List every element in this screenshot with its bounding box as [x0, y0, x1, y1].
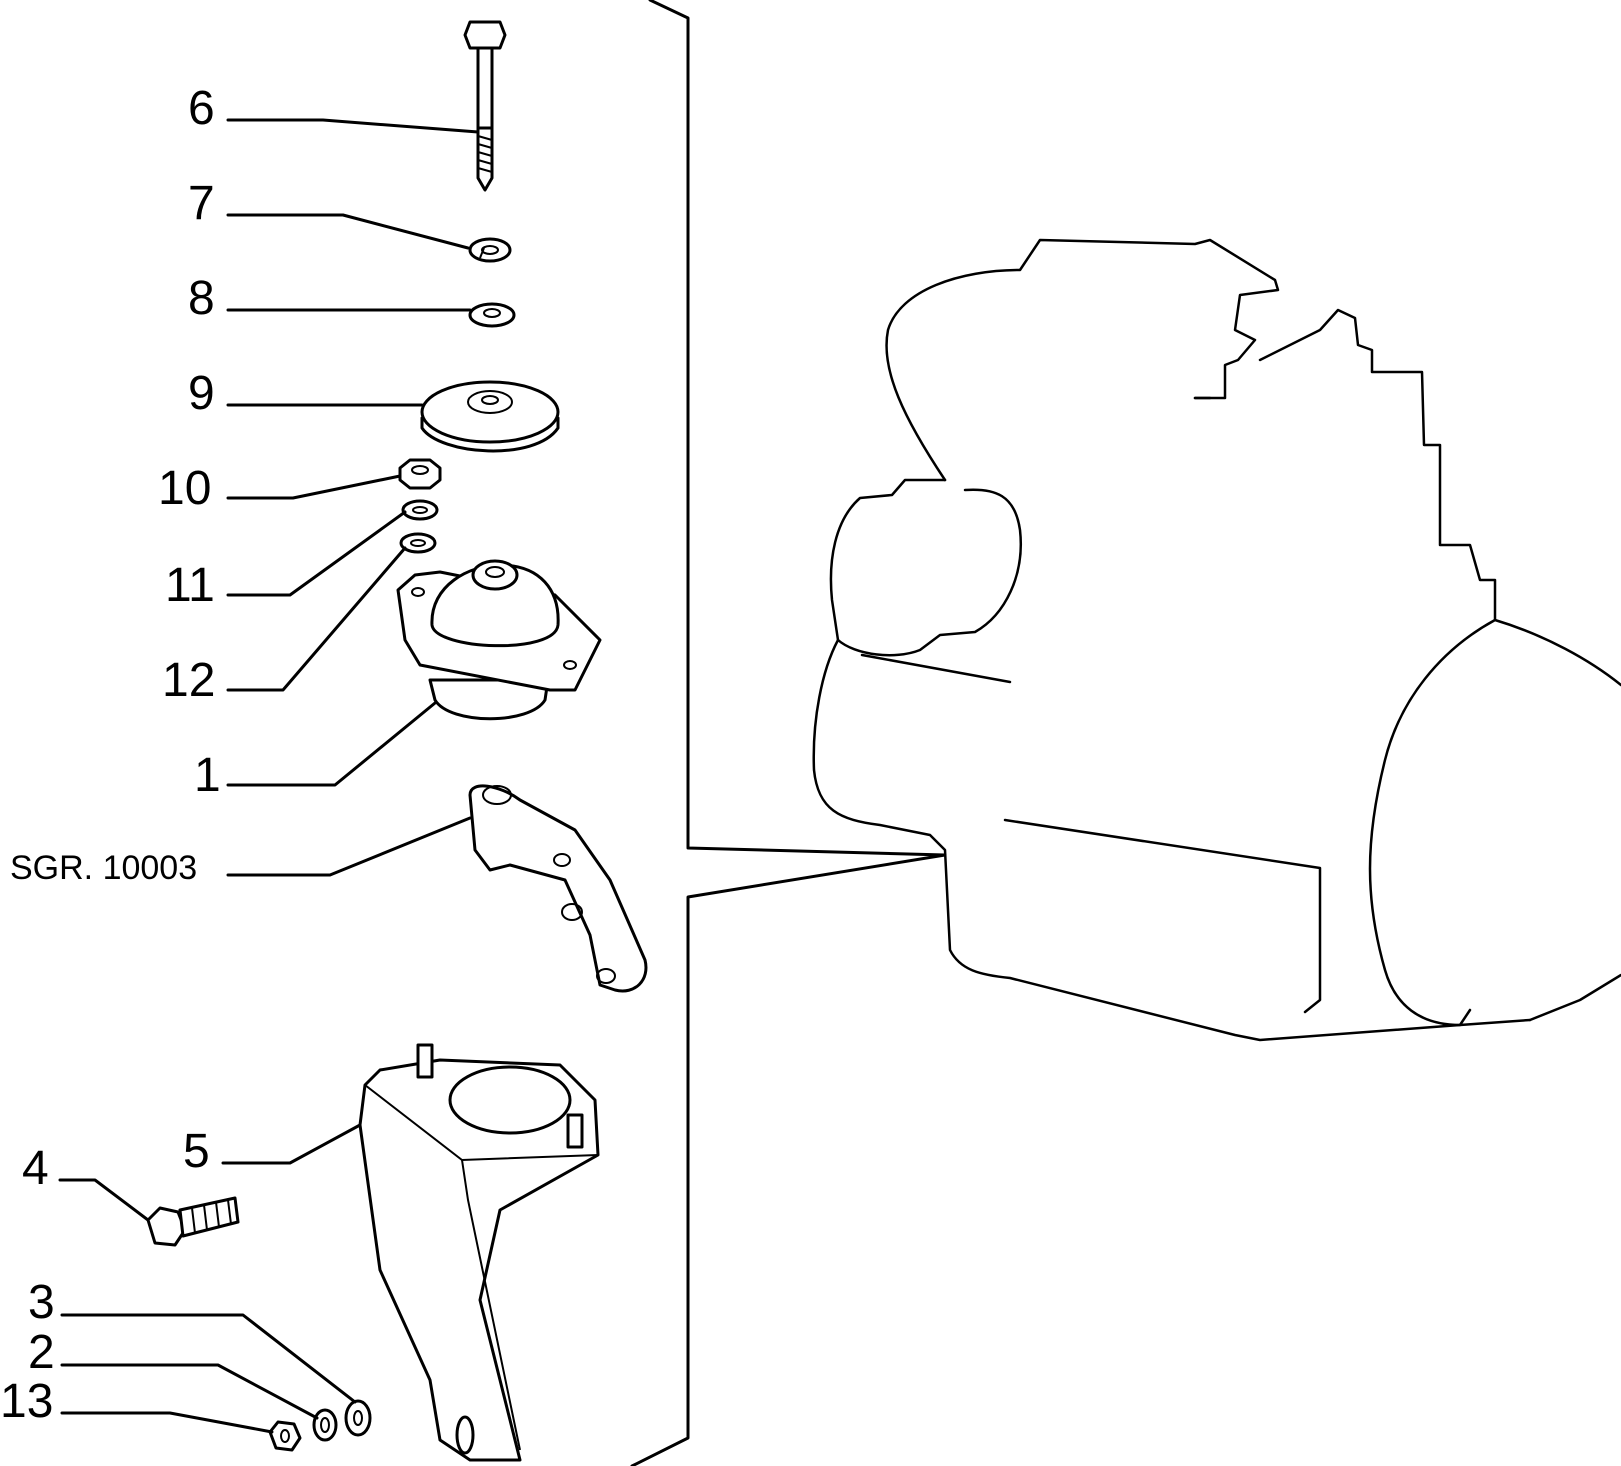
part-6-long-bolt: [463, 20, 507, 192]
part-5-mount-bracket: [358, 1043, 600, 1462]
part-10-hex-nut: [398, 458, 442, 490]
callout-13: 13: [0, 1375, 53, 1428]
callout-11: 11: [165, 559, 215, 612]
callout-10: 10: [158, 462, 211, 515]
callout-3: 3: [28, 1276, 55, 1329]
sgr-10003-support-arm: [468, 784, 648, 993]
engine-gearbox-outline: [812, 238, 1621, 1042]
callout-labels: 6 7 8 9 10 11 12 1 SGR. 10003 4 5 3 2 13: [0, 82, 221, 1428]
part-13-nut: [268, 1420, 302, 1452]
part-12-washer: [399, 532, 437, 554]
part-7-split-washer: [468, 237, 512, 263]
part-3-washer: [344, 1399, 372, 1437]
callout-8: 8: [188, 272, 215, 325]
part-8-flat-washer: [468, 302, 516, 328]
part-9-cup-washer: [420, 380, 560, 453]
part-4-hex-bolt: [146, 1196, 240, 1247]
part-1-engine-mount: [396, 559, 602, 721]
callout-4: 4: [22, 1142, 49, 1195]
leader-lines: [58, 118, 480, 1434]
callout-9: 9: [188, 367, 215, 420]
callout-6: 6: [188, 82, 215, 135]
assembly-bracket: [630, 0, 947, 1466]
part-2-split-washer: [312, 1408, 338, 1442]
callout-sgr-10003: SGR. 10003: [10, 849, 197, 887]
part-11-split-washer: [401, 499, 439, 521]
callout-7: 7: [188, 177, 215, 230]
callout-1: 1: [194, 749, 221, 802]
callout-12: 12: [162, 654, 215, 707]
callout-5: 5: [183, 1125, 210, 1178]
callout-2: 2: [28, 1326, 55, 1379]
